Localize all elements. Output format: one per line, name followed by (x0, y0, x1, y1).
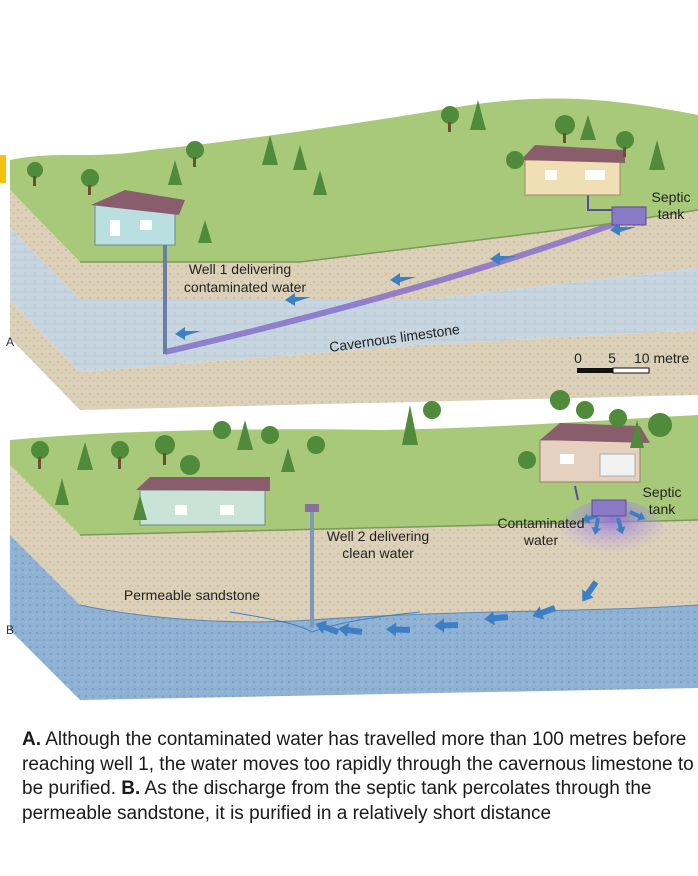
panel-a-septic-label-line-2: tank (658, 206, 685, 222)
well-2-casing (310, 510, 314, 628)
panel-a: Well 1 delivering contaminated water Cav… (6, 98, 698, 410)
panel-a-front-limestone (10, 228, 80, 372)
sandstone-label: Permeable sandstone (124, 587, 260, 603)
panel-b-front-sandstone (10, 465, 80, 605)
scale-bar: 0 5 10 metre (574, 350, 689, 374)
panel-b-water-table (229, 611, 421, 633)
house-septic-b (539, 423, 650, 483)
panel-a-front-base (10, 300, 80, 410)
house-well-2 (136, 477, 270, 526)
panel-a-trees (27, 100, 665, 243)
panel-a-contaminated-channel (164, 205, 661, 355)
panel-a-limestone-layer (80, 268, 698, 372)
caption-a-text: Although the contaminated water has trav… (22, 729, 694, 799)
well-2-head (305, 504, 319, 512)
panel-b-front-aquifer (10, 535, 80, 700)
well-1-casing (163, 236, 167, 354)
scale-tick-5: 5 (608, 350, 616, 366)
panel-a-septic-label-line-1: Septic (652, 189, 691, 205)
well-1-label-line-1: Well 1 delivering (189, 261, 291, 277)
panel-b-aquifer-layer (80, 605, 698, 700)
well-1-label-line-2: contaminated water (184, 279, 307, 295)
contaminated-water-label-line-1: Contaminated (497, 515, 584, 531)
panel-a-flow-arrows (175, 223, 636, 340)
house-well-1 (91, 190, 185, 246)
panel-b-letter: B (6, 623, 14, 637)
panel-b-septic-label-line-2: tank (649, 501, 676, 517)
panel-b-septic-tank (591, 499, 627, 517)
caption-b-text: As the discharge from the septic tank pe… (22, 778, 652, 824)
panel-b-sandstone-layer (80, 520, 698, 622)
panel-a-base-layer (80, 330, 698, 410)
caption-b-marker: B. (121, 778, 141, 799)
scale-tick-10: 10 metre (634, 350, 689, 366)
panel-b-flow-arrows (315, 510, 646, 637)
well-2-label-line-1: Well 2 delivering (327, 528, 429, 544)
panel-a-letter: A (6, 335, 14, 349)
contaminated-water-label-line-2: water (523, 532, 559, 548)
panel-b-trees (31, 390, 672, 520)
caption-a-marker: A. (22, 729, 41, 750)
panel-b-septic-label-line-1: Septic (643, 484, 682, 500)
scale-tick-0: 0 (574, 350, 582, 366)
panel-a-grass-surface (10, 98, 698, 262)
well-2-label-line-2: clean water (342, 545, 414, 561)
panel-b: Well 2 delivering clean water Permeable … (6, 390, 698, 700)
figure-caption: A. Although the contaminated water has t… (22, 728, 694, 826)
panel-a-septic-tank (611, 206, 647, 226)
house-septic-a (521, 145, 625, 196)
accent-bar (0, 155, 6, 183)
panel-a-front-topsoil (10, 190, 80, 300)
